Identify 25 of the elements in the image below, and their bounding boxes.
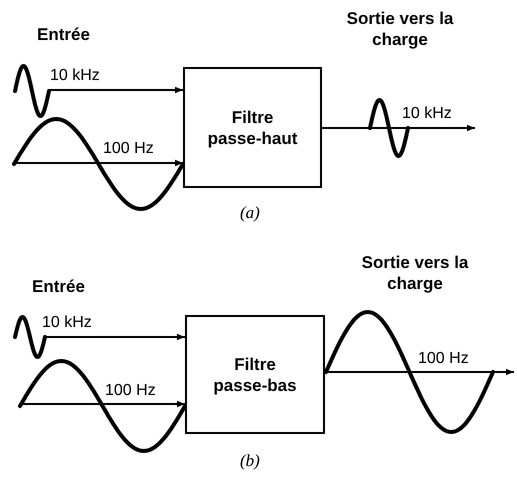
arrow — [20, 400, 185, 408]
sine-wave-drawing — [326, 310, 493, 434]
arrow — [14, 160, 183, 166]
heading-label: Entrée — [37, 24, 90, 45]
panel-label: (b) — [240, 452, 260, 470]
heading-label: Sortie vers la charge — [346, 8, 454, 50]
heading-label: Sortie vers la charge — [360, 252, 470, 294]
arrow — [49, 86, 183, 94]
arrow — [322, 124, 475, 132]
panel-label: (a) — [240, 204, 260, 222]
frequency-label: 10 kHz — [402, 105, 452, 123]
filter-box: Filtre passe-bas — [185, 315, 325, 434]
edge-label: 10 kHz — [50, 67, 100, 85]
wave-burst-drawing — [15, 64, 49, 118]
filter-box: Filtre passe-haut — [183, 67, 322, 188]
arrow — [45, 334, 185, 340]
edge-label: 10 kHz — [42, 314, 92, 332]
edge-label: 100 Hz — [105, 382, 156, 400]
heading-label: Entrée — [32, 276, 85, 297]
edge-label: 100 Hz — [418, 350, 469, 368]
edge-label: 100 Hz — [103, 140, 154, 158]
arrow — [325, 368, 514, 376]
sine-wave-drawing — [20, 359, 185, 453]
sine-wave-drawing — [14, 117, 183, 211]
wave-burst-drawing — [15, 315, 45, 359]
